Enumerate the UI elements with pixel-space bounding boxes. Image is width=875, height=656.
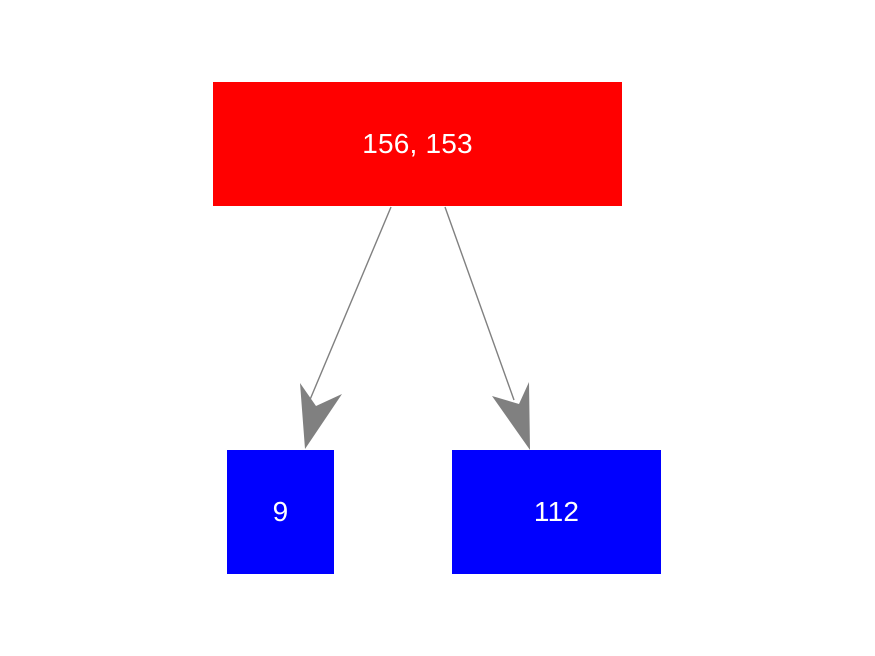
node-child-left[interactable]: 9 <box>227 450 334 574</box>
edge-root-to-right <box>444 206 530 450</box>
edge-root-to-left <box>300 206 392 449</box>
node-child-left-label: 9 <box>272 496 289 527</box>
node-root[interactable]: 156, 153 <box>213 82 622 206</box>
edge-line-root-left <box>308 206 392 403</box>
edge-line-root-right <box>444 206 515 401</box>
arrowhead-root-left <box>300 383 342 449</box>
node-child-right-label: 112 <box>533 496 580 527</box>
node-child-right[interactable]: 112 <box>452 450 661 574</box>
node-root-label: 156, 153 <box>362 128 473 159</box>
arrowhead-root-right <box>492 382 530 450</box>
